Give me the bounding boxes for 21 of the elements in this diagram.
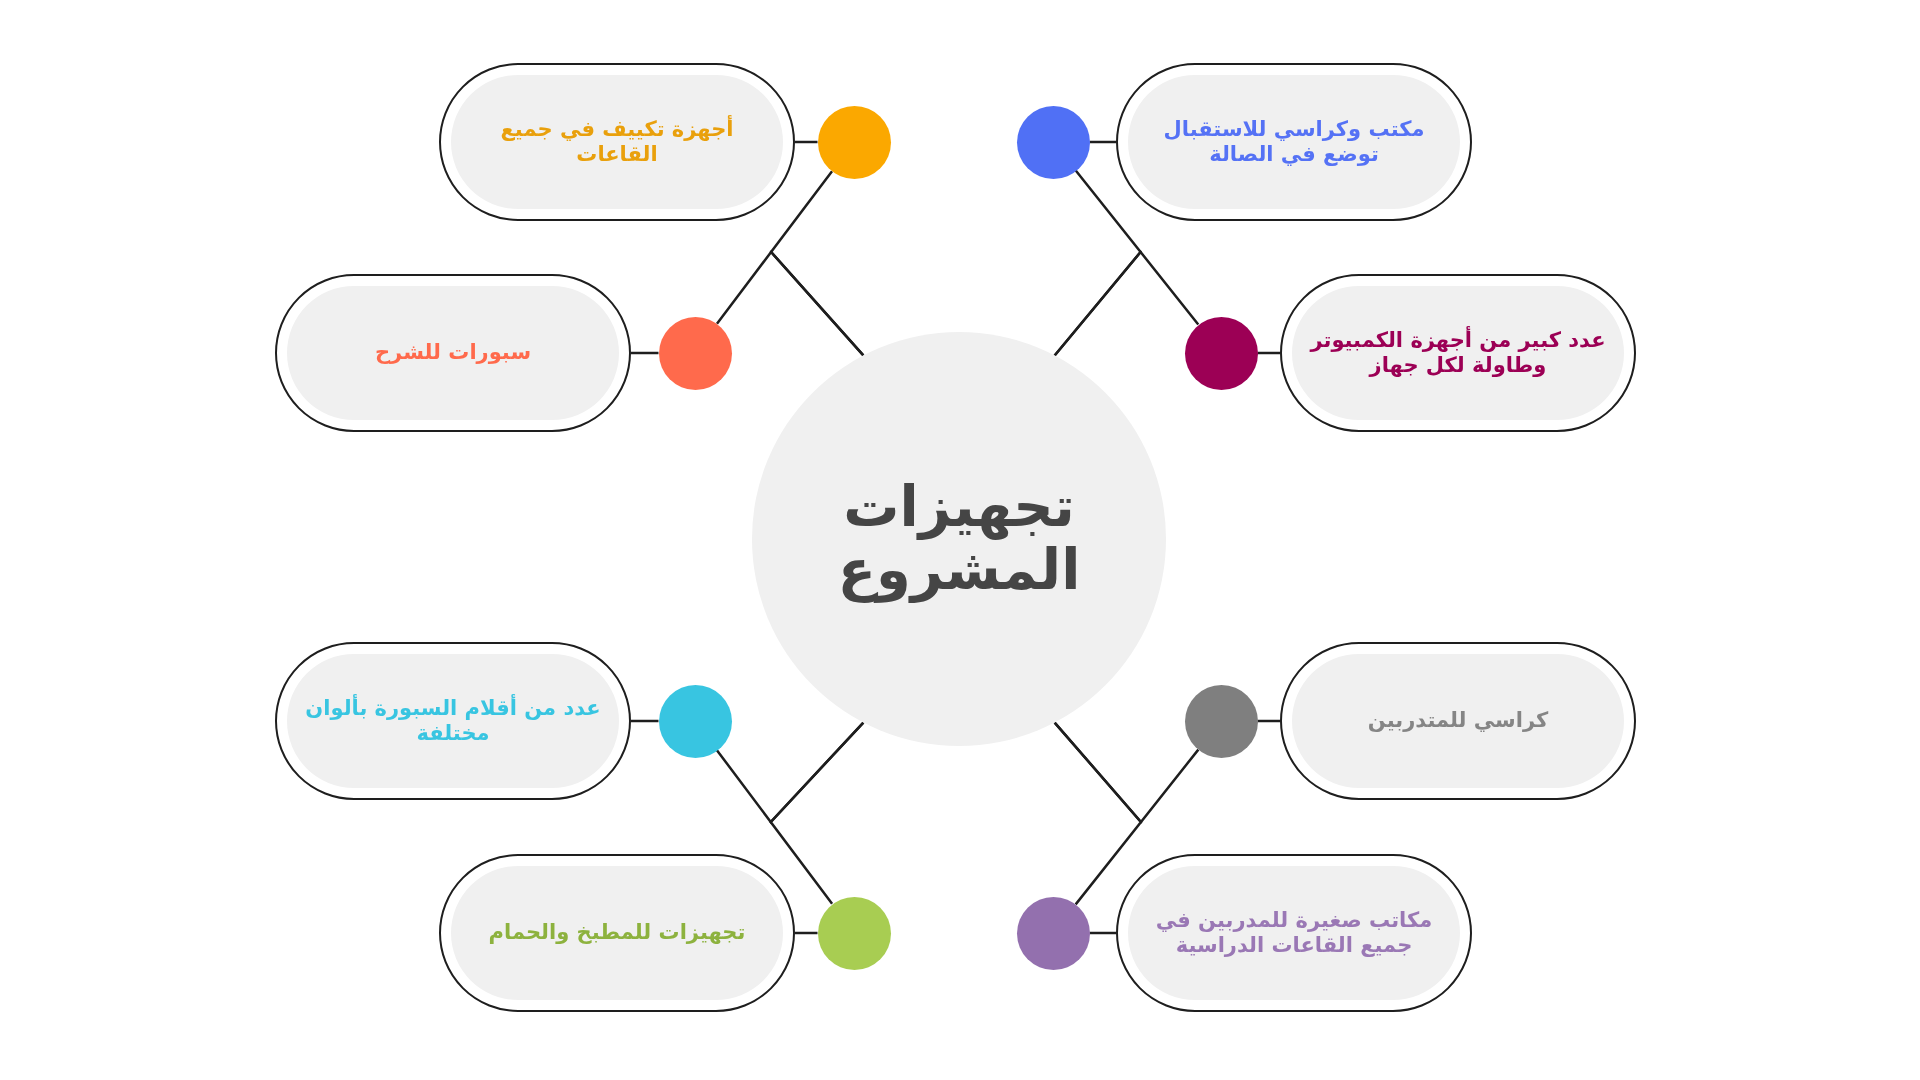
connector-line <box>795 140 818 144</box>
connector-line <box>1089 931 1116 935</box>
connector-line <box>769 721 865 905</box>
connector-line <box>715 250 865 357</box>
equipment-label: مكاتب صغيرة للمدربين في جميع القاعات الدراسية <box>1154 907 1434 959</box>
connector-line <box>631 351 659 355</box>
connector-line <box>631 719 659 723</box>
hub-title: تجهيزات المشروع <box>836 476 1082 602</box>
connector-line <box>1053 721 1143 906</box>
connector-line <box>795 931 818 935</box>
equipment-label: كراسي للمتدربين <box>1367 708 1549 734</box>
equipment-label: عدد كبير من أجهزة الكمبيوتر وطاولة لكل جهاز <box>1308 327 1607 379</box>
equipment-label: سبورات للشرح <box>374 340 532 366</box>
equipment-label: مكتب وكراسي للاستقبال توضع في الصالة <box>1162 116 1426 168</box>
connector-line <box>1257 351 1280 355</box>
connector-line <box>1257 719 1280 723</box>
equipment-label: تجهيزات للمطبخ والحمام <box>488 920 746 946</box>
equipment-label: أجهزة تكييف في جميع القاعات <box>499 116 735 168</box>
connector-line <box>1089 140 1116 144</box>
connector-line <box>1053 250 1200 357</box>
equipment-label: عدد من أقلام السبورة بألوان مختلفة <box>304 695 602 747</box>
